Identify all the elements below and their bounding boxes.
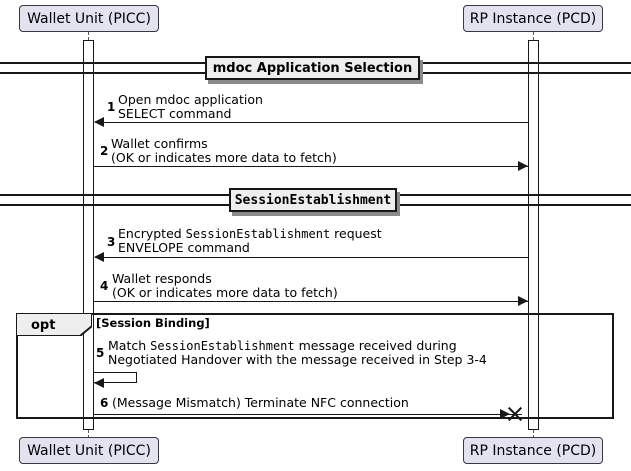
message-1-line (95, 122, 528, 123)
message-6-line-1: (Message Mismatch) Terminate NFC connect… (112, 395, 409, 410)
message-4-text: Wallet responds (OK or indicates more da… (112, 272, 338, 300)
message-3-line-1: Encrypted SessionEstablishment request (118, 226, 382, 242)
message-4-number: 4 (100, 279, 109, 293)
message-6-number: 6 (100, 396, 109, 410)
group-opt-condition-label: [Session Binding] (96, 316, 210, 330)
message-1-line-2: SELECT command (118, 106, 232, 121)
message-5-line-1: Match SessionEstablishment message recei… (108, 338, 457, 354)
participant-header-wallet[interactable]: Wallet Unit (PICC) (19, 5, 159, 32)
message-3-line (95, 257, 528, 258)
destroy-x-icon (506, 406, 523, 422)
group-opt-session-binding (16, 313, 614, 419)
message-1-text: Open mdoc application SELECT command (118, 93, 263, 121)
group-opt-tab (16, 313, 92, 336)
message-3-line-2: ENVELOPE command (118, 240, 250, 255)
participant-header-wallet-label: Wallet Unit (PICC) (27, 10, 151, 27)
message-4-line (94, 301, 528, 302)
participant-header-rp[interactable]: RP Instance (PCD) (463, 5, 603, 32)
message-2-line-2: (OK or indicates more data to fetch) (111, 150, 337, 165)
divider-1-label: mdoc Application Selection (212, 60, 413, 76)
message-4-arrowhead (518, 296, 528, 306)
participant-footer-wallet-label: Wallet Unit (PICC) (27, 442, 151, 459)
message-6-arrowhead (500, 409, 510, 419)
activation-bar-wallet (83, 40, 94, 430)
message-2-line (94, 166, 528, 167)
message-6-text: (Message Mismatch) Terminate NFC connect… (112, 396, 409, 410)
group-opt-tab-shape (16, 313, 92, 336)
message-2-arrowhead (518, 161, 528, 171)
message-5-selfloop (94, 372, 137, 383)
message-1-number: 1 (107, 100, 116, 114)
message-5-number: 5 (96, 346, 105, 360)
divider-2-label: SessionEstablishment (234, 192, 392, 208)
message-3-arrowhead (94, 252, 104, 262)
participant-footer-rp[interactable]: RP Instance (PCD) (463, 437, 603, 464)
message-5-line-2: Negotiated Handover with the message rec… (108, 352, 487, 367)
message-5-arrowhead (94, 378, 104, 388)
activation-bar-rp (528, 40, 539, 430)
group-opt-keyword: opt (31, 318, 56, 333)
divider-1: mdoc Application Selection (205, 56, 420, 80)
message-6-line (94, 414, 522, 415)
message-2-number: 2 (100, 144, 109, 158)
message-3-number: 3 (107, 235, 116, 249)
message-4-line-2: (OK or indicates more data to fetch) (112, 285, 338, 300)
message-5-text: Match SessionEstablishment message recei… (108, 339, 487, 367)
divider-2: SessionEstablishment (229, 188, 397, 212)
participant-footer-wallet[interactable]: Wallet Unit (PICC) (19, 437, 159, 464)
message-1-arrowhead (94, 117, 104, 127)
message-3-text: Encrypted SessionEstablishment request E… (118, 227, 382, 255)
message-4-line-1: Wallet responds (112, 271, 212, 286)
participant-footer-rp-label: RP Instance (PCD) (469, 442, 597, 459)
message-1-line-1: Open mdoc application (118, 92, 263, 107)
participant-header-rp-label: RP Instance (PCD) (469, 10, 597, 27)
message-2-line-1: Wallet confirms (111, 136, 208, 151)
message-2-text: Wallet confirms (OK or indicates more da… (111, 137, 337, 165)
